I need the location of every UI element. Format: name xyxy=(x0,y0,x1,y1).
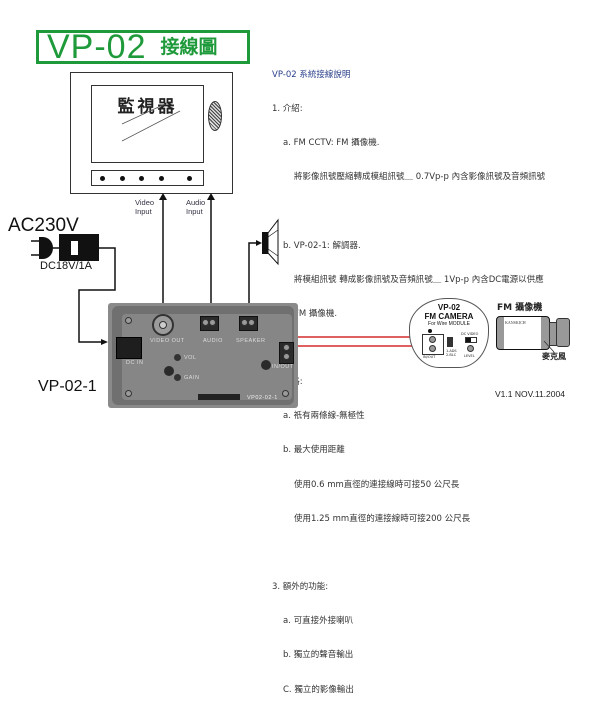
camera-in-out-terminal[interactable] xyxy=(422,334,444,355)
in-out-terminal[interactable] xyxy=(279,342,294,364)
monitor-button[interactable] xyxy=(139,175,144,181)
ac-plug-icon xyxy=(31,237,59,259)
camera-brand: KANSKICH xyxy=(505,320,526,325)
audio-input-label-line1: Audio xyxy=(186,198,206,207)
fm-camera-label: FM 攝像機 xyxy=(497,303,543,313)
dip-labels: 1.ADS 2.BLC xyxy=(446,349,457,357)
description-heading: VP-02 系統接線說明 xyxy=(272,69,351,80)
diagram-title: VP-02 接線圖 xyxy=(36,30,250,64)
dc-video-switch[interactable] xyxy=(465,337,477,343)
dip-label-2: 2.BLC xyxy=(446,353,457,357)
decoder-board: VIDEO OUT AUDIO SPEAKER DC IN VOL GAIN xyxy=(116,314,294,401)
vol-label: VOL xyxy=(184,355,197,361)
screw-icon xyxy=(125,317,132,324)
screw-icon xyxy=(125,390,132,397)
mic-pointer-line xyxy=(543,340,555,353)
video-label: VIDEO xyxy=(467,332,479,336)
microphone-label: 麥克風 xyxy=(542,352,566,361)
section-1-title: 1. 介紹: xyxy=(272,104,303,115)
speaker-icon xyxy=(262,218,279,266)
header-connector-icon xyxy=(198,394,240,400)
camera-module-subtitle: For Wire MODULE xyxy=(428,321,470,327)
monitor: 監視器 xyxy=(70,72,233,194)
speaker-terminal[interactable] xyxy=(239,316,258,331)
screen-glare-icon xyxy=(121,103,181,142)
section-2-item-a: a. 祇有兩條線-無極性 xyxy=(283,411,365,422)
section-1-item-b: b. VP-02-1: 解調器. xyxy=(283,240,361,251)
monitor-button[interactable] xyxy=(120,175,125,181)
dc-in-port-label: DC IN xyxy=(126,360,144,366)
section-2-item-b-detail-1: 使用0.6 mm直徑的連接線時可接50 公尺長 xyxy=(294,479,460,490)
camera-module: VP-02 FM CAMERA For Wire MODULE IN/OUT 1… xyxy=(409,298,489,368)
section-3-title: 3. 額外的功能: xyxy=(272,581,329,592)
section-1-item-a-detail: 將影像訊號壓縮轉成模組訊號＿ 0.7Vp-p 內含影像訊號及音頻訊號 xyxy=(294,172,546,183)
video-input-label: Video Input xyxy=(135,198,154,216)
bullet-icon xyxy=(428,329,432,333)
in-out-port-label: IN/OUT xyxy=(272,364,294,370)
ac-voltage-label: AC230V xyxy=(8,215,79,236)
section-2-item-b: b. 最大使用距離 xyxy=(283,445,345,456)
decoder-housing: VIDEO OUT AUDIO SPEAKER DC IN VOL GAIN xyxy=(112,306,294,405)
screw-icon xyxy=(282,390,289,397)
video-input-label-line1: Video xyxy=(135,198,155,207)
vol-knob[interactable] xyxy=(174,354,181,361)
dip-label-1: 1.ADS xyxy=(446,349,457,353)
bnc-connector-icon[interactable] xyxy=(152,314,174,336)
video-input-label-line2: Input xyxy=(135,207,152,216)
decoder-module: VIDEO OUT AUDIO SPEAKER DC IN VOL GAIN xyxy=(108,303,298,408)
audio-arrow-icon xyxy=(207,193,215,200)
monitor-button[interactable] xyxy=(100,175,105,181)
section-1-item-b-detail-2: FM 攝像機. xyxy=(294,308,338,319)
section-2-item-b-detail-2: 使用1.25 mm直徑的連接線時可接200 公尺長 xyxy=(294,513,471,524)
power-wire xyxy=(78,247,116,343)
wiring-layer xyxy=(31,193,428,347)
speaker-arrow-icon xyxy=(256,240,262,246)
speaker-grille-icon xyxy=(208,101,222,131)
audio-port-label: AUDIO xyxy=(203,338,223,344)
dc-voltage-label: DC18V/1A xyxy=(40,260,92,272)
section-3-item-b: b. 獨立的聲音輸出 xyxy=(283,650,354,661)
speaker-wire xyxy=(248,242,258,318)
mount-hole-icon xyxy=(164,366,174,376)
monitor-button[interactable] xyxy=(187,175,192,181)
power-arrow-icon xyxy=(101,339,108,345)
section-3-item-c: C. 獨立的影像輸出 xyxy=(283,684,354,695)
fm-camera-body: KANSKICH xyxy=(496,316,550,350)
camera-lens-icon xyxy=(556,318,570,347)
video-out-port-label: VIDEO OUT xyxy=(150,338,185,344)
section-1-item-a: a. FM CCTV: FM 攝像機. xyxy=(283,138,380,149)
gain-knob[interactable] xyxy=(174,374,181,381)
camera-module-model: VP-02 xyxy=(437,303,461,312)
mount-hole-icon xyxy=(261,360,271,370)
audio-input-label: Audio Input xyxy=(186,198,205,216)
level-label: LEVEL xyxy=(464,354,475,358)
level-knob[interactable] xyxy=(467,345,474,352)
camera-in-out-label: IN/OUT xyxy=(423,355,436,359)
dc-in-jack-icon[interactable] xyxy=(116,337,142,359)
audio-input-label-line2: Input xyxy=(186,207,203,216)
decoder-name: VP-02-1 xyxy=(38,378,97,395)
dc-label: DC xyxy=(461,332,467,336)
monitor-screen: 監視器 xyxy=(91,85,204,163)
version-label: V1.1 NOV.11.2004 xyxy=(495,389,565,399)
title-model: VP-02 xyxy=(47,28,147,66)
speaker-port-label: SPEAKER xyxy=(236,338,266,344)
power-adapter-icon xyxy=(59,234,99,261)
video-arrow-icon xyxy=(159,193,167,200)
gain-label: GAIN xyxy=(184,375,200,381)
monitor-button[interactable] xyxy=(159,175,164,181)
section-1-item-b-detail-1: 將模組訊號 轉成影像訊號及音頻訊號＿ 1Vp-p 內含DC電源以供應 xyxy=(294,274,544,285)
board-label: VP02-02-1 xyxy=(247,395,278,401)
section-3-item-a: a. 可直接外接喇叭 xyxy=(283,616,354,627)
monitor-screen-label: 監視器 xyxy=(117,97,178,117)
monitor-button-bar xyxy=(91,170,204,186)
audio-terminal[interactable] xyxy=(200,316,219,331)
dc-video-labels: DC VIDEO xyxy=(461,332,478,336)
camera-module-title: FM CAMERA xyxy=(424,312,474,321)
title-subtitle: 接線圖 xyxy=(160,35,218,58)
dip-switch-icon[interactable] xyxy=(447,337,453,347)
